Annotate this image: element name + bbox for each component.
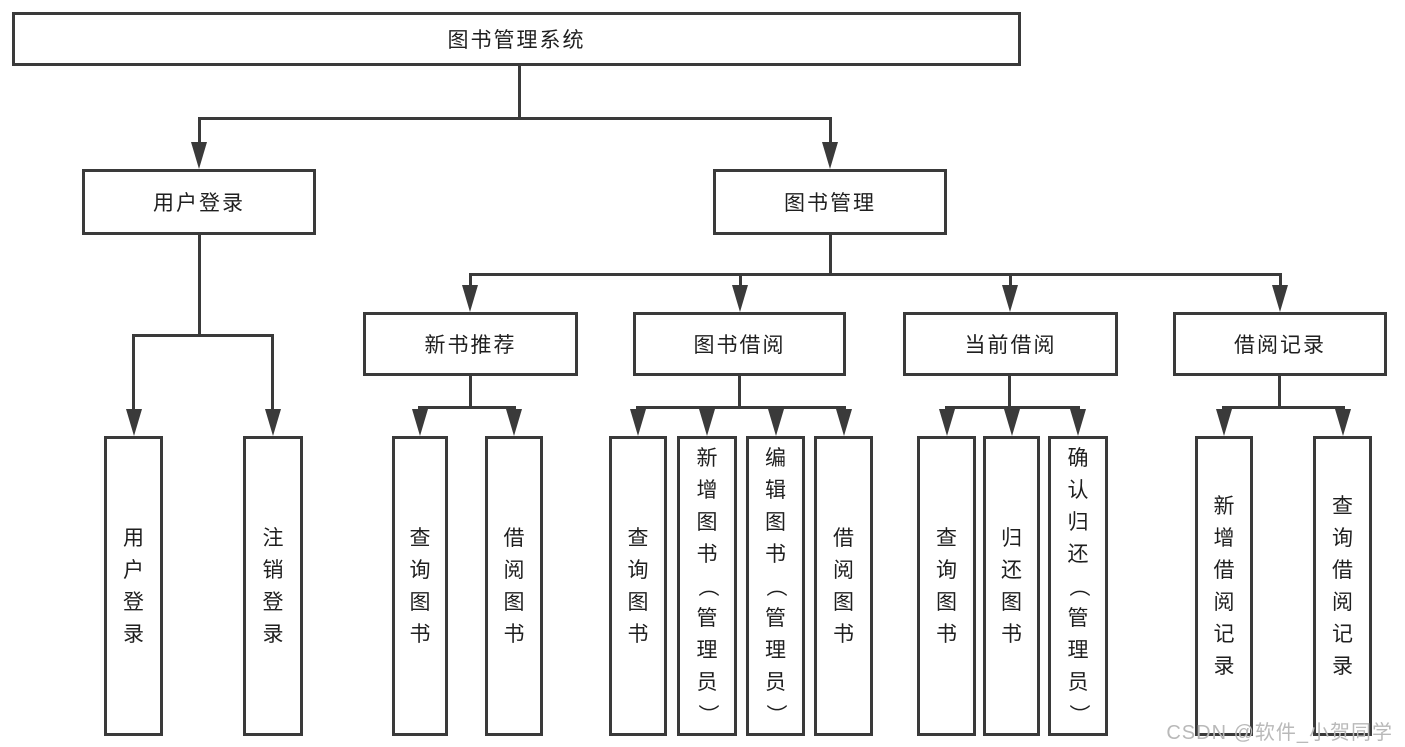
arrow-down-icon bbox=[126, 409, 142, 436]
arrow-down-icon bbox=[462, 285, 478, 312]
arrow-down-icon bbox=[1272, 285, 1288, 312]
leaf-record-query-borrow-record: 查询借阅记录 bbox=[1313, 436, 1372, 736]
arrow-down-icon bbox=[265, 409, 281, 436]
connector-book-drop bbox=[829, 117, 832, 143]
connector-borrow-branch bbox=[636, 406, 846, 409]
arrow-down-icon bbox=[699, 409, 715, 436]
arrow-down-icon bbox=[506, 409, 522, 436]
arrow-down-icon bbox=[630, 409, 646, 436]
arrow-down-icon bbox=[836, 409, 852, 436]
leaf-record-add-borrow-record: 新增借阅记录 bbox=[1195, 436, 1253, 736]
connector-level3-branch bbox=[469, 273, 1282, 276]
node-user-login: 用户登录 bbox=[82, 169, 316, 235]
node-book-management: 图书管理 bbox=[713, 169, 947, 235]
connector-newbook-branch bbox=[418, 406, 516, 409]
leaf-current-query-books: 查询图书 bbox=[917, 436, 976, 736]
arrow-down-icon bbox=[1070, 409, 1086, 436]
connector-user-drop bbox=[198, 117, 201, 143]
connector-user-leaf-drop bbox=[271, 334, 274, 410]
node-book-borrow: 图书借阅 bbox=[633, 312, 846, 376]
connector-level2-branch bbox=[198, 117, 832, 120]
connector-user-leaf-drop bbox=[132, 334, 135, 410]
connector-newbook-stub bbox=[469, 376, 472, 406]
arrow-down-icon bbox=[412, 409, 428, 436]
connector-record-stub bbox=[1278, 376, 1281, 406]
csdn-watermark: CSDN @软件_小贺同学 bbox=[1166, 722, 1393, 744]
leaf-logout: 注销登录 bbox=[243, 436, 303, 736]
connector-level3-drop bbox=[1009, 273, 1012, 285]
arrow-down-icon bbox=[939, 409, 955, 436]
leaf-newbook-query-books: 查询图书 bbox=[392, 436, 448, 736]
connector-book-stub bbox=[829, 235, 832, 273]
node-new-book-recommend: 新书推荐 bbox=[363, 312, 578, 376]
leaf-current-confirm-return-admin: 确认归还（管理员） bbox=[1048, 436, 1108, 736]
connector-borrow-stub bbox=[738, 376, 741, 406]
arrow-down-icon bbox=[1002, 285, 1018, 312]
node-borrow-record: 借阅记录 bbox=[1173, 312, 1387, 376]
connector-current-branch bbox=[945, 406, 1080, 409]
leaf-borrow-edit-books-admin: 编辑图书（管理员） bbox=[746, 436, 805, 736]
arrow-down-icon bbox=[768, 409, 784, 436]
leaf-current-return-books: 归还图书 bbox=[983, 436, 1040, 736]
connector-current-stub bbox=[1008, 376, 1011, 406]
leaf-newbook-borrow-books: 借阅图书 bbox=[485, 436, 543, 736]
connector-level3-drop bbox=[469, 273, 472, 285]
connector-level3-drop bbox=[1279, 273, 1282, 285]
arrow-down-icon bbox=[822, 142, 838, 169]
arrow-down-icon bbox=[732, 285, 748, 312]
arrow-down-icon bbox=[1216, 409, 1232, 436]
leaf-borrow-borrow-books: 借阅图书 bbox=[814, 436, 873, 736]
arrow-down-icon bbox=[191, 142, 207, 169]
connector-record-branch bbox=[1222, 406, 1345, 409]
connector-user-stub bbox=[198, 235, 201, 334]
connector-user-branch bbox=[132, 334, 274, 337]
leaf-borrow-query-books: 查询图书 bbox=[609, 436, 667, 736]
connector-level3-drop bbox=[739, 273, 742, 285]
leaf-user-login: 用户登录 bbox=[104, 436, 163, 736]
leaf-borrow-add-books-admin: 新增图书（管理员） bbox=[677, 436, 737, 736]
arrow-down-icon bbox=[1004, 409, 1020, 436]
node-library-system-root: 图书管理系统 bbox=[12, 12, 1021, 66]
node-current-borrow: 当前借阅 bbox=[903, 312, 1118, 376]
arrow-down-icon bbox=[1335, 409, 1351, 436]
connector-root-stub bbox=[518, 66, 521, 117]
